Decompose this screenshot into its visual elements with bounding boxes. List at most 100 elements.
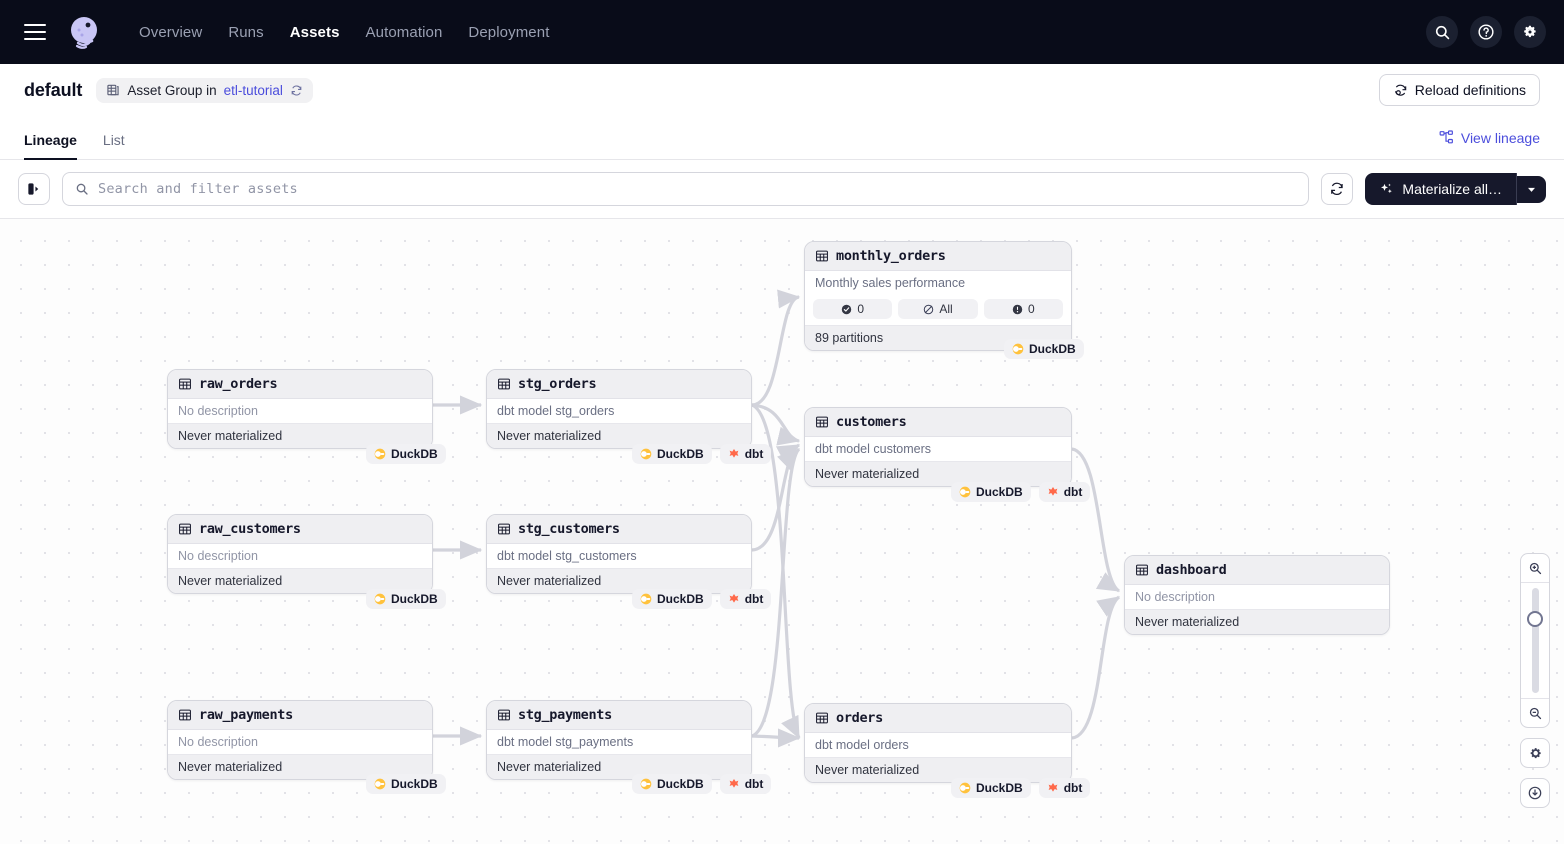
nav-link-assets[interactable]: Assets bbox=[289, 23, 340, 41]
duckdb-icon bbox=[640, 448, 652, 460]
asset-node-tags-raw_customers: DuckDB bbox=[366, 589, 446, 609]
tag-duckdb[interactable]: DuckDB bbox=[366, 589, 446, 609]
tag-label: DuckDB bbox=[976, 781, 1023, 795]
materialize-button-group: Materialize all… bbox=[1365, 173, 1546, 205]
lineage-icon bbox=[1439, 130, 1453, 144]
search-input-placeholder: Search and filter assets bbox=[98, 181, 298, 197]
asset-group-prefix: Asset Group in bbox=[127, 82, 217, 98]
materialize-all-button[interactable]: Materialize all… bbox=[1365, 173, 1517, 205]
zoom-slider-thumb[interactable] bbox=[1527, 611, 1543, 627]
nav-right-actions bbox=[1426, 16, 1546, 48]
tag-duckdb[interactable]: DuckDB bbox=[632, 589, 712, 609]
tag-duckdb[interactable]: DuckDB bbox=[1004, 339, 1084, 359]
divider bbox=[1521, 582, 1549, 583]
tag-duckdb[interactable]: DuckDB bbox=[366, 774, 446, 794]
hamburger-menu-icon[interactable] bbox=[18, 15, 52, 49]
top-navigation-bar: Overview Runs Assets Automation Deployme… bbox=[0, 0, 1564, 64]
asset-node-description: dbt model customers bbox=[805, 437, 1071, 461]
search-icon[interactable] bbox=[1426, 16, 1458, 48]
view-lineage-label: View lineage bbox=[1460, 129, 1540, 146]
asset-node-raw_orders[interactable]: raw_orders No description Never material… bbox=[167, 369, 433, 449]
asset-node-monthly_orders[interactable]: monthly_orders Monthly sales performance… bbox=[804, 241, 1072, 351]
asset-node-status: Never materialized bbox=[805, 461, 1071, 486]
partition-chip-label: All bbox=[939, 302, 953, 316]
asset-node-status: Never materialized bbox=[805, 757, 1071, 782]
nav-link-automation[interactable]: Automation bbox=[365, 23, 443, 41]
tag-duckdb[interactable]: DuckDB bbox=[632, 444, 712, 464]
zoom-to-fit-icon[interactable] bbox=[1520, 778, 1550, 808]
tag-dbt[interactable]: dbt bbox=[719, 774, 772, 794]
asset-node-customers[interactable]: customers dbt model customers Never mate… bbox=[804, 407, 1072, 487]
asset-group-link[interactable]: etl-tutorial bbox=[223, 82, 283, 98]
asset-node-description: dbt model orders bbox=[805, 733, 1071, 757]
asset-node-stg_payments[interactable]: stg_payments dbt model stg_payments Neve… bbox=[486, 700, 752, 780]
help-icon[interactable] bbox=[1470, 16, 1502, 48]
asset-node-header: raw_payments bbox=[168, 701, 432, 730]
asset-node-header: orders bbox=[805, 704, 1071, 733]
tab-lineage[interactable]: Lineage bbox=[24, 132, 77, 160]
asset-node-orders[interactable]: orders dbt model orders Never materializ… bbox=[804, 703, 1072, 783]
dbt-icon bbox=[729, 594, 739, 603]
partition-chip-2[interactable]: 0 bbox=[983, 299, 1063, 319]
asset-node-status: Never materialized bbox=[487, 423, 751, 448]
tag-label: dbt bbox=[1063, 485, 1083, 499]
asset-node-description: No description bbox=[1125, 585, 1389, 609]
nav-link-deployment[interactable]: Deployment bbox=[468, 23, 550, 41]
search-input[interactable]: Search and filter assets bbox=[62, 172, 1310, 206]
asset-node-status: Never materialized bbox=[168, 568, 432, 593]
asset-node-title: stg_customers bbox=[518, 521, 620, 537]
tag-dbt[interactable]: dbt bbox=[1038, 778, 1091, 798]
zoom-in-icon[interactable] bbox=[1521, 554, 1549, 582]
asset-node-stg_customers[interactable]: stg_customers dbt model stg_customers Ne… bbox=[486, 514, 752, 594]
tag-label: DuckDB bbox=[657, 592, 704, 606]
asset-node-dashboard[interactable]: dashboard No description Never materiali… bbox=[1124, 555, 1390, 635]
tag-duckdb[interactable]: DuckDB bbox=[632, 774, 712, 794]
asset-node-description: No description bbox=[168, 544, 432, 568]
partition-chip-1[interactable]: All bbox=[898, 299, 978, 319]
refresh-icon bbox=[1331, 182, 1344, 196]
asset-group-chip[interactable]: Asset Group in etl-tutorial bbox=[96, 77, 313, 103]
tag-duckdb[interactable]: DuckDB bbox=[366, 444, 446, 464]
asset-node-description: dbt model stg_payments bbox=[487, 730, 751, 754]
asset-node-title: monthly_orders bbox=[836, 248, 946, 264]
asset-node-title: customers bbox=[836, 414, 907, 430]
tag-label: DuckDB bbox=[391, 777, 438, 791]
asset-node-tags-stg_payments: DuckDB dbt bbox=[632, 774, 772, 794]
asset-node-raw_customers[interactable]: raw_customers No description Never mater… bbox=[167, 514, 433, 594]
materialize-dropdown-button[interactable] bbox=[1517, 175, 1546, 203]
tag-duckdb[interactable]: DuckDB bbox=[951, 778, 1031, 798]
tag-label: DuckDB bbox=[1029, 342, 1076, 356]
tab-list[interactable]: List bbox=[102, 132, 125, 148]
asset-table-icon bbox=[179, 523, 191, 535]
graph-settings-gear-icon[interactable] bbox=[1520, 738, 1550, 768]
asset-node-header: stg_customers bbox=[487, 515, 751, 544]
materialize-all-label: Materialize all… bbox=[1402, 181, 1502, 197]
tag-duckdb[interactable]: DuckDB bbox=[951, 482, 1031, 502]
refresh-graph-button[interactable] bbox=[1321, 173, 1354, 205]
edge-stg_orders-monthly_orders bbox=[751, 289, 801, 407]
asset-table-icon bbox=[179, 709, 191, 721]
tag-dbt[interactable]: dbt bbox=[719, 589, 772, 609]
reload-definitions-button[interactable]: Reload definitions bbox=[1378, 74, 1540, 106]
gear-icon[interactable] bbox=[1514, 16, 1546, 48]
panel-expand-icon[interactable] bbox=[18, 173, 50, 205]
asset-node-title: raw_orders bbox=[199, 376, 278, 392]
tag-dbt[interactable]: dbt bbox=[719, 444, 772, 464]
asset-node-header: dashboard bbox=[1125, 556, 1389, 585]
asset-node-raw_payments[interactable]: raw_payments No description Never materi… bbox=[167, 700, 433, 780]
nav-link-overview[interactable]: Overview bbox=[139, 23, 203, 41]
nav-link-runs[interactable]: Runs bbox=[228, 23, 264, 41]
zoom-slider[interactable] bbox=[1521, 583, 1549, 698]
tag-dbt[interactable]: dbt bbox=[1038, 482, 1091, 502]
page-header: default Asset Group in etl-tutorial Relo… bbox=[0, 64, 1564, 116]
refresh-icon[interactable] bbox=[290, 84, 303, 97]
partition-status-row: 0 All 0 bbox=[805, 295, 1071, 325]
asset-node-stg_orders[interactable]: stg_orders dbt model stg_orders Never ma… bbox=[486, 369, 752, 449]
partition-chip-0[interactable]: 0 bbox=[813, 299, 893, 319]
asset-node-tags-orders: DuckDB dbt bbox=[951, 778, 1091, 798]
dbt-icon bbox=[729, 779, 739, 788]
dagster-logo[interactable] bbox=[62, 10, 106, 54]
zoom-out-icon[interactable] bbox=[1521, 699, 1549, 727]
view-lineage-button[interactable]: View lineage bbox=[1439, 130, 1540, 146]
lineage-graph-canvas[interactable]: monthly_orders Monthly sales performance… bbox=[0, 219, 1564, 844]
